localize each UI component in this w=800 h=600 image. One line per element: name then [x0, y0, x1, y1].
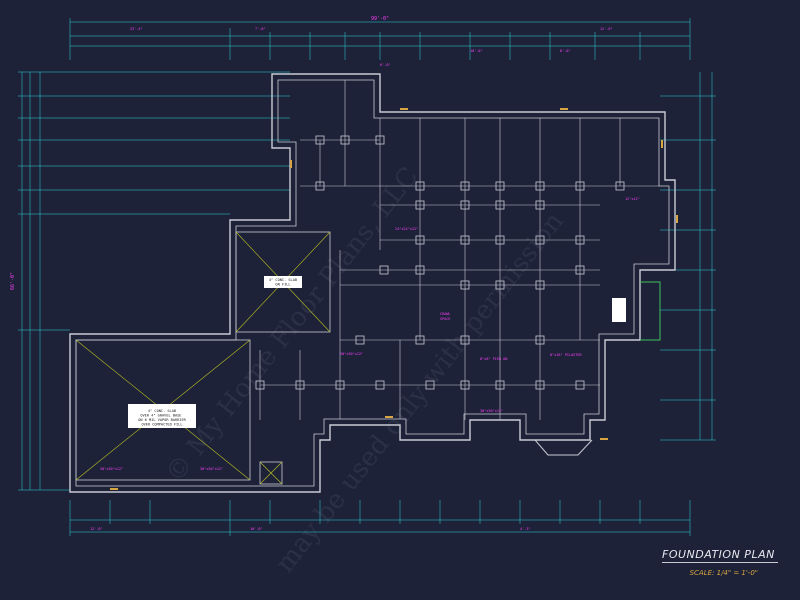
svg-text:7'-8": 7'-8"	[255, 27, 266, 31]
left-dimension-lines	[18, 71, 290, 491]
svg-text:12'-0": 12'-0"	[90, 527, 103, 531]
svg-text:6'-0": 6'-0"	[380, 63, 391, 67]
svg-text:30"x30"x12": 30"x30"x12"	[200, 467, 223, 471]
garage-slab-note-box	[128, 404, 196, 428]
svg-text:30"x30"x12": 30"x30"x12"	[100, 467, 123, 471]
overall-depth-dimension: 66'-0"	[10, 272, 16, 290]
foundation-vents	[110, 108, 678, 490]
plan-title: FOUNDATION PLAN	[662, 548, 775, 561]
right-dimension-lines	[660, 72, 716, 441]
porch-slab-note-box	[264, 276, 302, 288]
bay-window-footing	[534, 439, 593, 456]
svg-text:10'-0": 10'-0"	[250, 527, 263, 531]
title-underline	[662, 562, 778, 563]
svg-text:CRAWL: CRAWL	[440, 312, 451, 316]
plan-scale: SCALE: 1/4" = 1'-0"	[689, 569, 758, 577]
side-step-note	[612, 298, 626, 322]
svg-text:30"x30"x12": 30"x30"x12"	[340, 352, 363, 356]
svg-text:12"x12": 12"x12"	[625, 197, 640, 201]
svg-text:12'-0": 12'-0"	[600, 27, 613, 31]
svg-text:8"x16" PILASTER: 8"x16" PILASTER	[550, 353, 583, 357]
title-block: FOUNDATION PLAN SCALE: 1/4" = 1'-0"	[662, 548, 782, 577]
interior-footings	[259, 80, 660, 420]
svg-text:8"x8" PIER ON: 8"x8" PIER ON	[480, 357, 507, 361]
overall-width-dimension: 99'-0"	[371, 16, 389, 22]
side-step	[640, 281, 661, 341]
concrete-piers	[255, 135, 625, 390]
small-slab	[259, 461, 283, 485]
svg-text:10'-0": 10'-0"	[470, 49, 483, 53]
bottom-dimension-lines	[69, 500, 691, 536]
svg-text:8'-0": 8'-0"	[560, 49, 571, 53]
top-dimension-lines	[69, 18, 691, 60]
magenta-labels: 6'-0" 10'-0" 8'-0" 23'-4" 7'-8" 12'-0" 30"x3…	[90, 27, 640, 531]
svg-text:24"x24"x12": 24"x24"x12"	[395, 227, 418, 231]
svg-text:SPACE: SPACE	[440, 317, 451, 321]
svg-text:4'-3": 4'-3"	[520, 527, 531, 531]
svg-text:30"x30"x12": 30"x30"x12"	[480, 409, 503, 413]
svg-text:23'-4": 23'-4"	[130, 27, 143, 31]
